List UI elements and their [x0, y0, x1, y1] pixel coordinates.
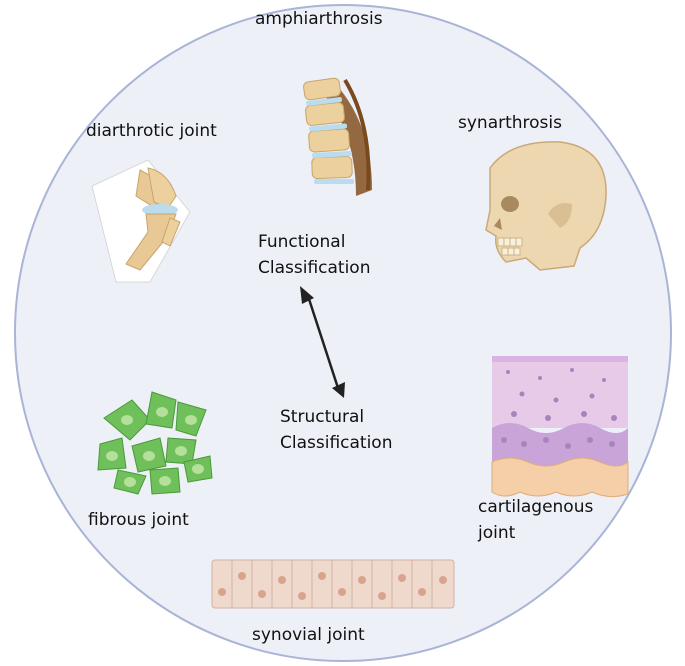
- classification-arrow: [300, 286, 345, 398]
- structural-line-1: Structural: [280, 407, 365, 427]
- label-diarthrotic-joint: diarthrotic joint: [86, 121, 217, 141]
- cartilagenous-line-2: joint: [478, 523, 516, 544]
- label-structural-classification: Structural Classification: [280, 404, 392, 457]
- knee-icon: [91, 159, 191, 283]
- cartilage-tissue-icon: [491, 356, 629, 498]
- fibroblast-cells-icon: [97, 391, 213, 495]
- label-synarthrosis: synarthrosis: [458, 113, 562, 133]
- spine-icon: [303, 77, 372, 196]
- label-functional-classification: Functional Classification: [258, 229, 370, 282]
- label-synovial-joint: synovial joint: [252, 625, 365, 645]
- functional-line-2: Classification: [258, 258, 371, 279]
- label-amphiarthrosis: amphiarthrosis: [255, 9, 383, 29]
- cartilagenous-line-1: cartilagenous: [478, 497, 594, 517]
- label-cartilagenous-joint: cartilagenous joint: [478, 494, 593, 547]
- skull-icon: [485, 141, 607, 271]
- synovial-cells-icon: [211, 559, 455, 609]
- label-fibrous-joint: fibrous joint: [88, 510, 189, 530]
- structural-line-2: Classification: [280, 433, 393, 454]
- functional-line-1: Functional: [258, 232, 346, 252]
